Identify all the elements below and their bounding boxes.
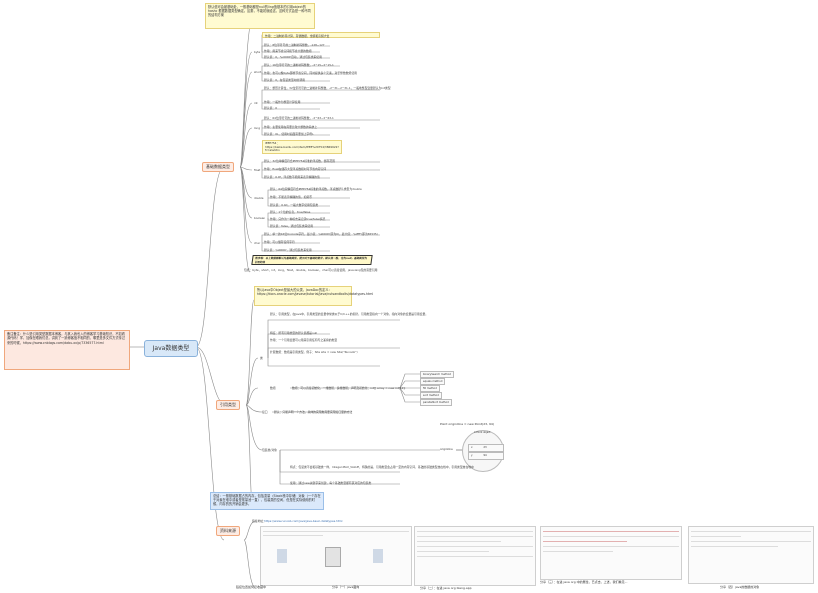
long-note-2: 默认值：0L，使用时后面需要加上字母L [264, 132, 314, 136]
type-label-long: long [254, 126, 261, 130]
basic-top-note: 默认值可会被基础处，一般基础都是null的ling值基本的引用object的ha… [205, 3, 315, 29]
double-note-1: 作用：不能表示精确的值，如货币 [270, 195, 312, 199]
point-x-value: 23 [483, 446, 487, 449]
long-note-0: 默认：64位带符号的二进制补码整数，-2^63~2^63-1 [264, 116, 334, 120]
ref-child-wrapper: 包装类/对象 [262, 448, 277, 452]
type-label-boolean: boolean [254, 216, 266, 220]
short-note-2: 默认值：0，在包装类型时的调用 [264, 78, 305, 82]
int-note-1: 作用：一般作为整型计算使用 [264, 100, 301, 104]
branch-basic-types[interactable]: 基础数据类型 [202, 162, 234, 172]
type-label-float: float [254, 168, 261, 172]
basic-bottom-note: 包括：byte，short，int，long，float，double，bool… [244, 268, 378, 272]
origin-one-label: originOne [440, 448, 453, 451]
point-code-caption: Point originOne = new Point(23, 94) [440, 422, 494, 426]
resource-caption-1: 链接位置如何已收藏中 [236, 585, 267, 589]
central-topic[interactable]: Java数据类型 [144, 340, 198, 357]
resource-caption-2: 分享（一）java面向 [332, 585, 360, 589]
point-x-field: x 23 [468, 444, 504, 452]
byte-note-2: 作用：用来节省空间和节省大量的数组 [264, 49, 312, 53]
type-label-char: char [254, 241, 261, 245]
int-note-0: 默认：整形计算位，32位带符号的二进制补码整数，-2^31~2^31-1，一般地… [264, 86, 391, 90]
char-note-1: 作用：可以储存任何字符 [264, 240, 295, 244]
int-note-2: 默认值：0 [264, 106, 277, 110]
byte-note-3: 默认值：0，'\u0000'自动，通过包装类来使用 [264, 55, 322, 59]
wrapper-note-2: 使用：通过new关键字来创建，每个基础类型都有其对应的包装类 [290, 481, 372, 485]
ref-note-4: 数组：可以直接初始化，一维数组、多维数组；声明及初始化：int[] array … [292, 386, 406, 390]
method-sort: sort method [420, 392, 442, 399]
method-fill: fill method [420, 385, 440, 392]
type-label-double: double [254, 196, 264, 200]
resource-thumbnail-3[interactable] [540, 526, 682, 580]
type-label-byte: byte [254, 50, 261, 54]
resource-url-label: 链接地址： [252, 519, 266, 523]
byte-note-1: 默认：8位带符号的二进制补码整数，-128~127 [264, 43, 325, 47]
method-parallel-sort: parallelSort method [420, 399, 452, 406]
float-note-1: 作用：float在储存大型浮点数组时可节省内存空间 [264, 167, 327, 171]
resource-caption-5: 分享（四）java的数据的对象 [720, 585, 760, 589]
resource-thumbnail-4[interactable] [688, 526, 814, 584]
interface-note: 默认：只能声明一个方法，具体的实现类需要实现接口里的方法 [274, 410, 353, 414]
long-note-1: 作用：主要使用在需要比较大整数的系统上 [264, 125, 318, 129]
method-binary-search: binarySearch method [420, 371, 454, 378]
wrapper-note: 特点：包装类不会和基础类一样，Integer.MAX_VALUE，特殊的是，引用… [290, 465, 474, 469]
ref-note-3: 扩展数组：数组是引用类型。例子：Site site = new Site("Ru… [270, 350, 358, 354]
resource-thumbnail-1[interactable] [260, 526, 412, 586]
ref-note-2: 作用：一个引用变量可以用来引用任何与之兼容的类型 [270, 338, 338, 342]
point-x-label: x [471, 446, 473, 449]
ref-child-class: 类 [260, 356, 263, 360]
boolean-note-0: 默认：1个位的信息，true/false [270, 210, 311, 214]
type-label-int: int [254, 101, 258, 105]
point-y-value: 94 [483, 454, 487, 457]
left-note: 备注备注：什么是引用类型数据本博客，与其入我也入的博客学习基础知识，不如看源代码… [4, 330, 130, 370]
branch-resources[interactable]: 资料来源 [216, 526, 240, 536]
point-y-field: y 94 [468, 452, 504, 460]
boolean-note-2: 默认值：false，通过包装类来使用 [270, 224, 314, 228]
byte-note-0: 作用：二进制补码计算，存储数据，金额和高频大位 [262, 32, 380, 38]
resource-caption-3: 分享（二）：在进 java org bleng.app [420, 586, 472, 590]
ref-child-array: 数组 [270, 386, 276, 390]
boolean-note-1: 作用：只作为一种标志来记录true/false情况 [270, 217, 326, 221]
ref-child-interface: 接口 [262, 410, 268, 414]
point-y-label: y [471, 454, 473, 457]
short-note-1: 作用：也可以像byte那样节省空间，同时提供多个元素，对于整数数组使用 [264, 71, 357, 75]
double-note-0: 默认：64位双精度符合IEEE754标准的浮点数，浮点数默认类型为double [270, 187, 362, 191]
ref-note-1: 特征：所有引用类型的默认值都是null [270, 331, 318, 335]
short-note-0: 默认：16位带符号的二进制补码整数，-2^15~2^15-1 [264, 63, 334, 67]
basic-warning-note: 数字等：以上数据都默认为基础类型，提示对于基础的要求，默认值一般，也为null，… [251, 255, 373, 265]
double-note-2: 默认值：0.0d，一般大数字使用包装类 [270, 203, 319, 207]
char-note-0: 默认：单一的16位Unicode字符，最小值：'\u0000'(即为0)，最大值… [264, 232, 378, 236]
reference-top-note: 所以Java中Object是最大的父类，JavaDoc的定义：https://d… [254, 286, 373, 306]
resource-caption-4: 分享（三）：在进 java org 中的属性，已点击，上述，我们看见... [540, 580, 628, 584]
resource-thumbnail-2[interactable] [414, 526, 536, 586]
type-label-short: short [254, 70, 262, 74]
point-object-label: A Point object [474, 431, 491, 434]
float-note-0: 默认：32位单精度符合IEEE754标准的浮点数，储存范围 [264, 159, 335, 163]
char-note-2: 默认值：'\u0000'，通过包装类来使用 [264, 248, 312, 252]
resource-url[interactable]: https://www.runoob.com/java/java-basic-d… [264, 519, 343, 523]
float-note-2: 默认值：0.0f，浮点数不能用来表示精确的值 [264, 175, 320, 179]
reference-summary-note: 总结：一般基础数据占的内存，包括变量（Stack栈中存储）对象（一个存在于对象在… [210, 492, 324, 510]
method-equals: equals method [420, 378, 446, 385]
branch-reference-types[interactable]: 引用类型 [216, 400, 240, 410]
ref-note-0: 默认：引用类型，在Java中，引用类型的变量非常类似于C/C++的指针。引用类型… [270, 312, 429, 316]
ieee754-link-note[interactable]: IEEE754：https://baike.baidu.com/item/IEE… [262, 140, 342, 154]
